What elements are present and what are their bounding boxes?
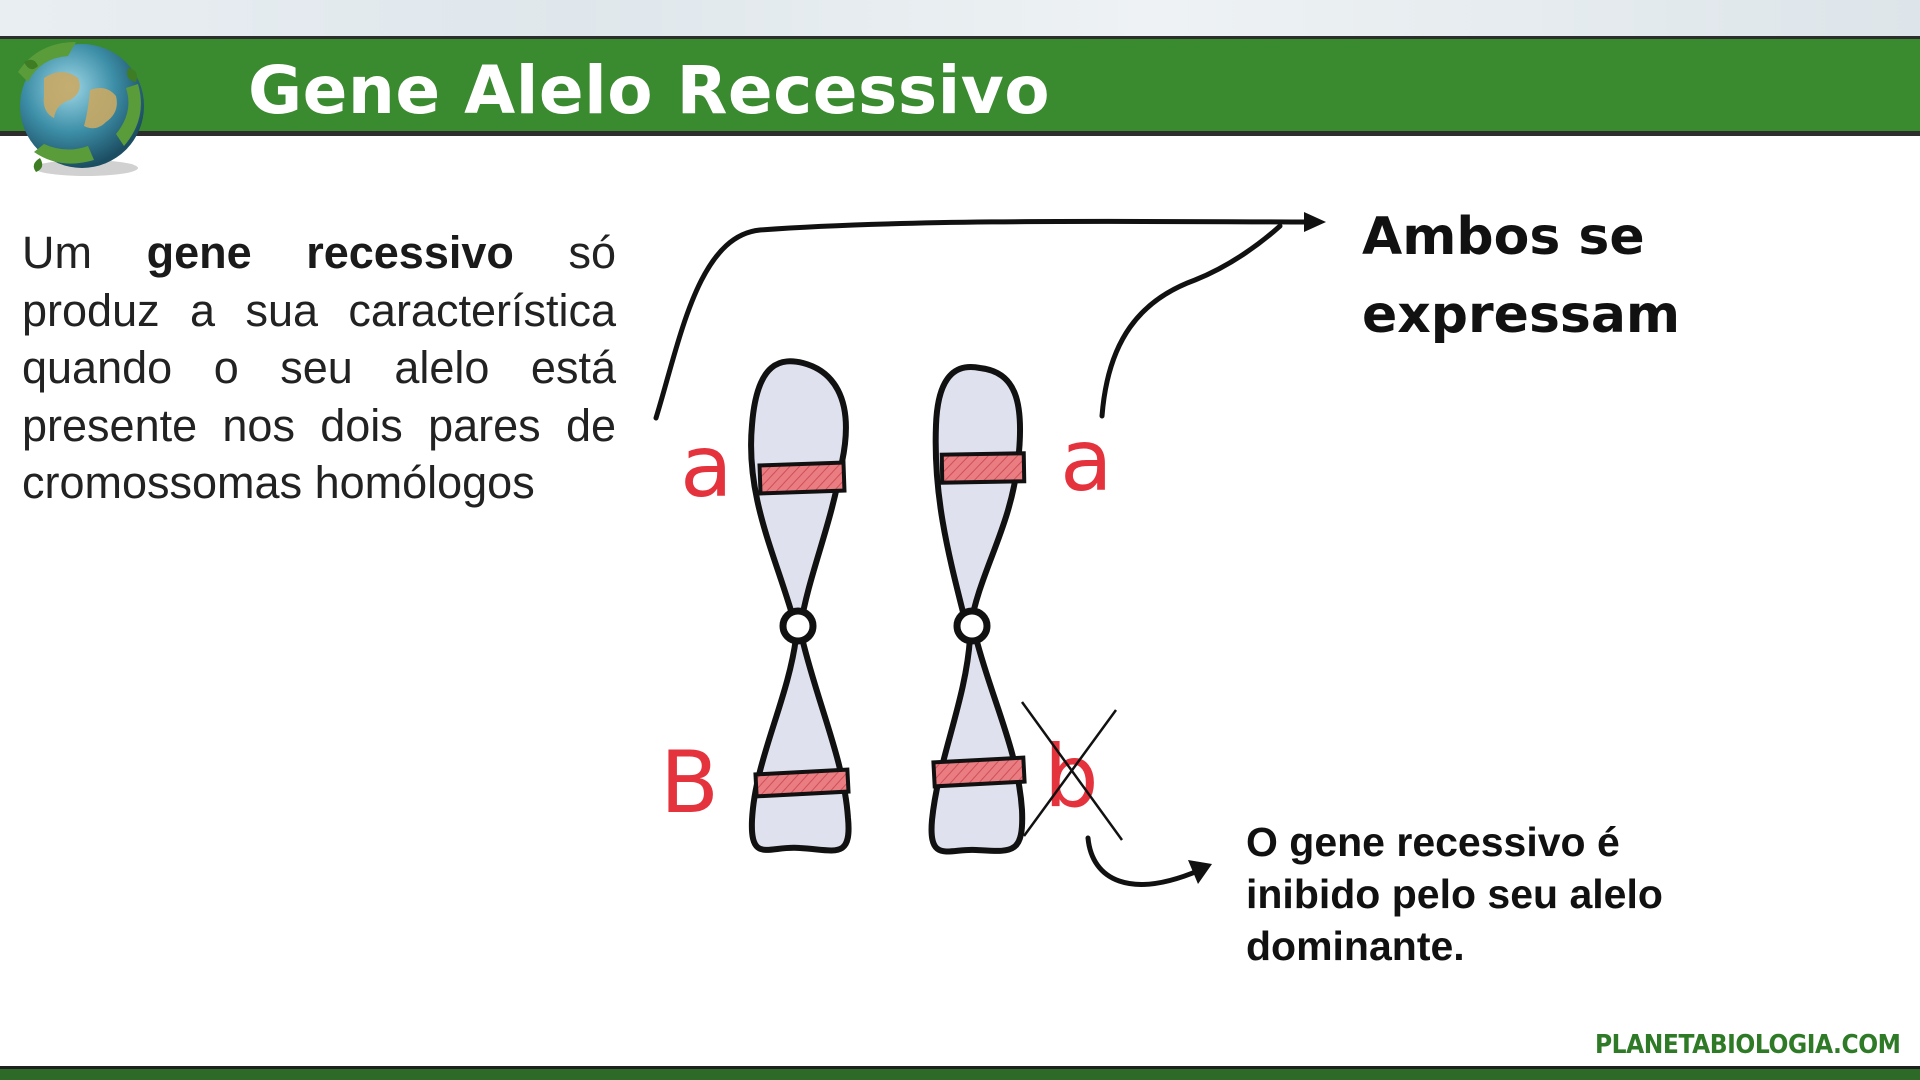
title-bar <box>0 36 1920 136</box>
globe-logo-icon <box>18 42 144 176</box>
top-decoration-strip <box>0 0 1920 36</box>
page-title: Gene Alelo Recessivo <box>248 52 1051 129</box>
chromosome-left-bottom-band <box>753 767 851 799</box>
chromosome-left-top-band <box>757 460 847 496</box>
allele-label-left-bottom: B <box>660 733 719 833</box>
chromosome-left <box>748 358 852 854</box>
chromosome-right-bottom-arm <box>928 635 1026 855</box>
arrow-head-top <box>1304 212 1326 232</box>
chromosome-left-top-arm <box>748 358 849 631</box>
footer-brand[interactable]: PLANETABIOLOGIA.COM <box>1594 1030 1900 1060</box>
body-text: Um gene recessivo só produz a sua caract… <box>22 224 616 512</box>
arrow-head-inhibited <box>1188 860 1212 884</box>
body-intro: Um <box>22 227 92 278</box>
bottom-bar <box>0 1066 1920 1080</box>
allele-label-left-top: a <box>680 417 733 517</box>
arrow-inhibited <box>1085 835 1203 887</box>
chromosome-right-top-arm <box>932 364 1024 631</box>
chromosome-left-centromere <box>779 607 817 645</box>
arrow-icon <box>653 212 1326 887</box>
chromosome-right-centromere <box>953 607 991 645</box>
chromosome-right-top-band <box>939 451 1027 485</box>
chromosome-right <box>928 364 1027 855</box>
both-express-label: Ambos se expressam <box>1362 207 1681 345</box>
body-bold-term: gene recessivo <box>146 227 514 278</box>
chromosome-right-bottom-band <box>931 755 1027 789</box>
chromosome-diagram: a B a b <box>653 212 1326 887</box>
body-rest: só produz a sua característica quando o … <box>22 227 616 508</box>
arrow-left-allele-to-label <box>653 218 1313 421</box>
arrow-right-allele-to-label <box>1099 223 1283 419</box>
cross-mark-icon <box>1020 701 1124 841</box>
inhibited-note: O gene recessivo é inibido pelo seu alel… <box>1246 819 1663 969</box>
chromosome-left-bottom-arm <box>748 635 852 854</box>
allele-label-right-top: a <box>1060 411 1113 511</box>
